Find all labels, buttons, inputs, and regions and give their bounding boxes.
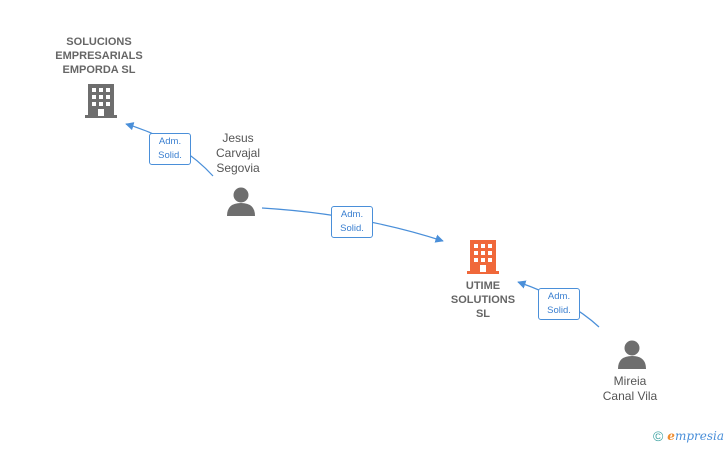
copyright-symbol: ©	[652, 428, 664, 444]
person-label-mireia: Mireia Canal Vila	[602, 374, 658, 403]
building-icon[interactable]	[85, 84, 117, 118]
edge-role-badge[interactable]: Adm. Solid.	[149, 133, 191, 165]
edge-role-line2: Solid.	[340, 223, 364, 234]
edge-role-badge[interactable]: Adm. Solid.	[538, 288, 580, 320]
edge-role-line1: Adm.	[340, 209, 364, 220]
brand-logo: empresia	[667, 429, 724, 443]
empresia-watermark: © empresia	[653, 428, 724, 444]
edge-role-line2: Solid.	[547, 305, 571, 316]
building-icon[interactable]	[467, 240, 499, 274]
company-label-utime: UTIME SOLUTIONS SL	[450, 280, 516, 320]
edge-role-line1: Adm.	[547, 291, 571, 302]
edge-role-line1: Adm.	[158, 136, 182, 147]
person-icon[interactable]	[226, 187, 256, 216]
person-icon[interactable]	[617, 340, 647, 369]
edge-role-badge[interactable]: Adm. Solid.	[331, 206, 373, 238]
person-label-jesus: Jesus Carvajal Segovia	[215, 131, 260, 175]
edge-role-line2: Solid.	[158, 150, 182, 161]
company-label-solucions: SOLUCIONS EMPRESARIALS EMPORDA SL	[55, 36, 143, 76]
